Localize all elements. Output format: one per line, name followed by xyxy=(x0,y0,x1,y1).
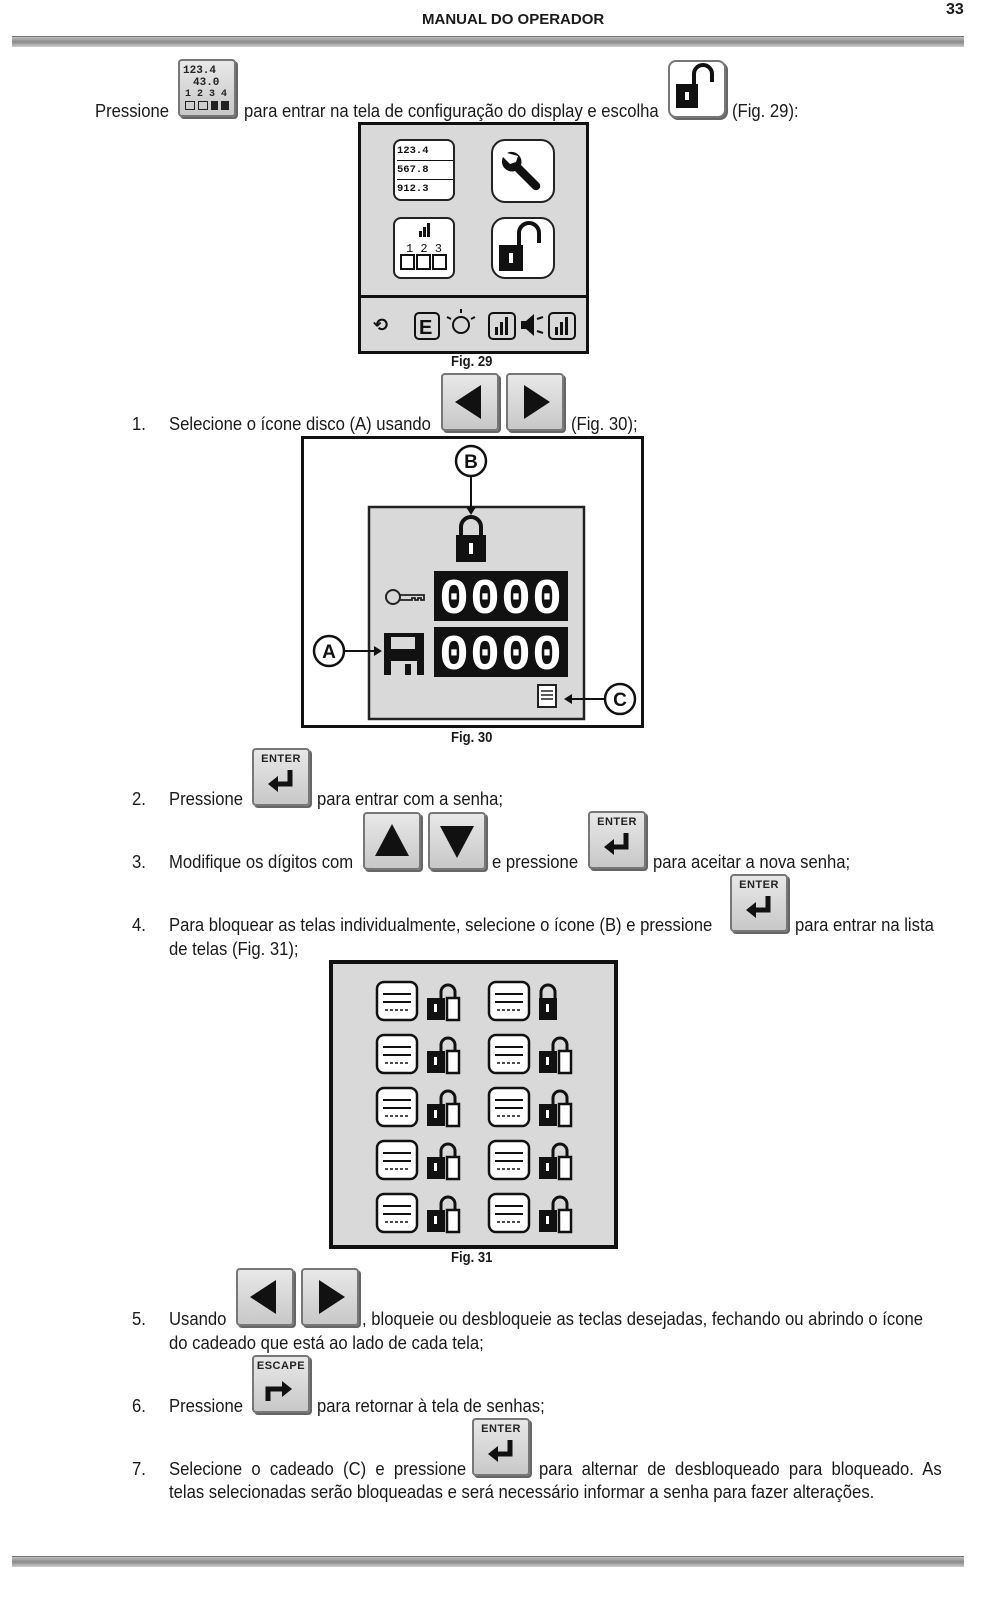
step4-text-1: Para bloquear as telas individualmente, … xyxy=(169,914,713,935)
enter-key-icon: ENTER xyxy=(472,1418,530,1476)
step3-number: 3. xyxy=(132,851,146,872)
step6-text-1: Pressione xyxy=(169,1395,244,1416)
step4-line-2: de telas (Fig. 31); xyxy=(169,938,299,959)
lock-closed-icon xyxy=(539,983,557,1020)
step6-text-2: para retornar à tela de senhas; xyxy=(317,1395,545,1416)
screen-list-item xyxy=(487,1033,573,1075)
step6-number: 6. xyxy=(132,1395,146,1416)
svg-text:⟲: ⟲ xyxy=(373,315,388,336)
page-number: 33 xyxy=(946,1,964,18)
values-screen-icon: 123.4 567.8 912.3 xyxy=(393,139,455,201)
callout-c: C xyxy=(613,690,627,711)
enter-key-icon: ENTER xyxy=(730,874,788,932)
footer-rule xyxy=(12,1556,964,1567)
step2-text-1: Pressione xyxy=(169,788,244,809)
right-arrow-key xyxy=(506,373,564,431)
bar-digits: 1 2 3 xyxy=(406,242,442,256)
figure-30-caption: Fig. 30 xyxy=(451,730,493,746)
enter-label: ENTER xyxy=(261,753,301,765)
screen-list-item xyxy=(375,1139,461,1181)
display-value-2: 43.0 xyxy=(193,77,220,89)
step5-line-2: do cadeado que está ao lado de cada tela… xyxy=(169,1332,484,1353)
step5-number: 5. xyxy=(132,1308,146,1329)
screen-list-item xyxy=(375,1192,461,1234)
lock-open-icon xyxy=(427,1036,461,1075)
unlock-key-icon xyxy=(668,60,726,118)
header-rule xyxy=(12,36,964,47)
intro-text-3: (Fig. 29): xyxy=(732,100,799,121)
lock-open-icon xyxy=(539,1036,573,1075)
screen-list-item xyxy=(487,1192,573,1234)
left-arrow-key xyxy=(441,373,499,431)
enter-key-icon: ENTER xyxy=(588,811,646,869)
step5-text-1: Usando xyxy=(169,1308,227,1329)
lock-open-icon xyxy=(427,983,461,1022)
screen-value-1: 123.4 xyxy=(397,142,453,161)
step1-text-1: Selecione o ícone disco (A) usando xyxy=(169,413,431,434)
screen-value-3: 912.3 xyxy=(397,183,429,195)
step1-text-2: (Fig. 30); xyxy=(571,413,638,434)
screen-list-item xyxy=(487,980,557,1022)
escape-label: ESCAPE xyxy=(256,1360,306,1372)
screen-list-item xyxy=(487,1139,573,1181)
display-value-3: 1 2 3 4 xyxy=(185,89,228,100)
display-config-key-icon: 123.4 43.0 1 2 3 4 xyxy=(178,59,236,117)
step7-number: 7. xyxy=(132,1458,146,1479)
lock-open-icon xyxy=(427,1142,461,1181)
escape-key-icon: ESCAPE xyxy=(252,1355,310,1413)
callout-a: A xyxy=(322,642,336,663)
bar-graph-screen-icon: 1 2 3 xyxy=(393,217,455,279)
figure-31 xyxy=(329,960,618,1249)
figure-29-caption: Fig. 29 xyxy=(451,354,493,370)
callout-b: B xyxy=(464,452,478,473)
screen-list-item xyxy=(375,1033,461,1075)
step2-text-2: para entrar com a senha; xyxy=(317,788,504,809)
intro-text-2: para entrar na tela de configuração do d… xyxy=(244,100,659,121)
wrench-icon xyxy=(491,139,555,203)
password-digits: 0000 xyxy=(439,572,563,629)
step7-text-2: para alternar de desbloqueado para bloqu… xyxy=(539,1458,942,1479)
screen-list-item xyxy=(375,1086,461,1128)
display-value-1: 123.4 xyxy=(183,65,217,77)
fig29-divider xyxy=(361,295,586,298)
running-header: MANUAL DO OPERADOR xyxy=(422,11,605,28)
step3-text-1: Modifique os dígitos com xyxy=(169,851,354,872)
figure-29: 123.4 567.8 912.3 1 2 3 ⟲ E xyxy=(358,122,589,354)
lock-open-screen-icon xyxy=(491,217,555,279)
step1-number: 1. xyxy=(132,413,146,434)
screen-value-2: 567.8 xyxy=(397,161,453,180)
step3-text-3: para aceitar a nova senha; xyxy=(653,851,851,872)
intro-text-1: Pressione xyxy=(95,100,170,121)
lock-open-icon xyxy=(539,1089,573,1128)
enter-label: ENTER xyxy=(481,1423,521,1435)
step2-number: 2. xyxy=(132,788,146,809)
lock-open-icon xyxy=(427,1089,461,1128)
step3-text-2: e pressione xyxy=(492,851,579,872)
step7-text-1: Selecione o cadeado (C) e pressione xyxy=(169,1458,467,1479)
up-arrow-key xyxy=(363,812,421,870)
enter-key-icon: ENTER xyxy=(252,748,310,806)
enter-label: ENTER xyxy=(597,816,637,828)
figure-30: B A C 0000 0000 xyxy=(301,436,644,728)
step4-text-2: para entrar na lista xyxy=(795,914,934,935)
right-arrow-key xyxy=(301,1268,359,1326)
screen-list-item xyxy=(487,1086,573,1128)
step4-number: 4. xyxy=(132,914,146,935)
down-arrow-key xyxy=(428,812,486,870)
figure-31-caption: Fig. 31 xyxy=(451,1250,493,1266)
fig29-bottom-bar: ⟲ E xyxy=(371,307,583,343)
lock-open-icon xyxy=(427,1195,461,1234)
left-arrow-key xyxy=(236,1268,294,1326)
enter-label: ENTER xyxy=(739,879,779,891)
svg-text:E: E xyxy=(419,317,432,339)
screen-list-item xyxy=(375,980,461,1022)
new-password-digits: 0000 xyxy=(439,628,563,685)
lock-open-icon xyxy=(539,1195,573,1234)
step5-text-2: , bloqueie ou desbloqueie as teclas dese… xyxy=(362,1308,923,1329)
lock-open-icon xyxy=(539,1142,573,1181)
step7-line-2: telas selecionadas serão bloqueadas e se… xyxy=(169,1481,875,1502)
